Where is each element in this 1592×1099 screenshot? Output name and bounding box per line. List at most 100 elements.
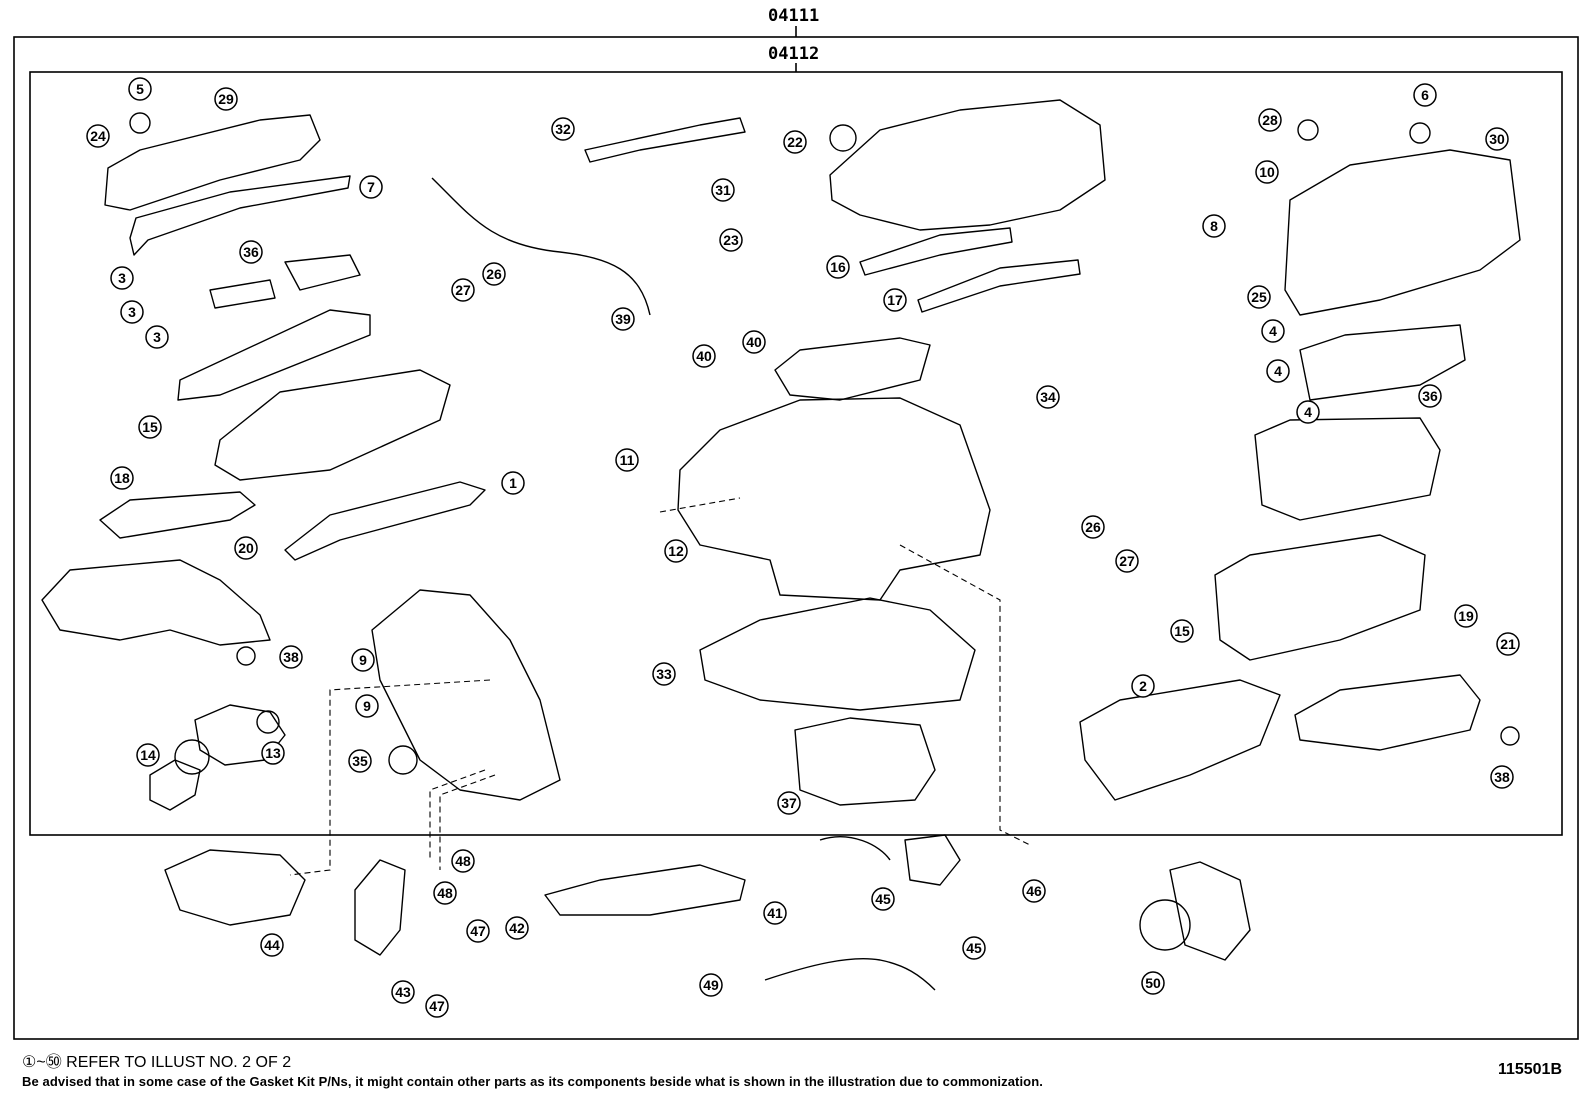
- callout-circle: [261, 741, 285, 765]
- callout-circle: [1170, 619, 1194, 643]
- callout-number: 10: [1259, 164, 1275, 180]
- part-callout-p40a: 40: [692, 344, 716, 368]
- part-callout-p19: 19: [1454, 604, 1478, 628]
- callout-circle: [1255, 160, 1279, 184]
- callout-circle: [1258, 108, 1282, 132]
- callout-number: 46: [1026, 883, 1042, 899]
- part-callout-p30: 30: [1485, 127, 1509, 151]
- exhaust-manifold-icon: [41, 559, 271, 646]
- right-exhaust-manifold-icon: [1294, 674, 1481, 751]
- water-inlet-gasket-icon: [256, 710, 280, 734]
- rear-oil-seal-retainer-icon: [1169, 861, 1251, 961]
- thermostat-housing-icon: [149, 759, 201, 811]
- callout-number: 3: [153, 329, 161, 345]
- left-valve-cover-gasket-icon: [129, 175, 351, 256]
- part-callout-p21: 21: [1496, 632, 1520, 656]
- callout-circle: [1485, 127, 1509, 151]
- callout-circle: [482, 262, 506, 286]
- inner-kit-code: 04112: [768, 44, 820, 64]
- callout-circle: [348, 749, 372, 773]
- part-callout-p31: 31: [711, 178, 735, 202]
- callout-number: 47: [470, 923, 486, 939]
- callout-circle: [1490, 765, 1514, 789]
- part-callout-p46: 46: [1022, 879, 1046, 903]
- callout-circle: [1036, 385, 1060, 409]
- water-outlet-icon: [774, 337, 931, 401]
- callout-circle: [962, 936, 986, 960]
- callout-number: 23: [723, 232, 739, 248]
- reference-note: ①~㊿ REFER TO ILLUST NO. 2 OF 2: [22, 1054, 292, 1071]
- callout-circle: [138, 415, 162, 439]
- callout-number: 14: [140, 747, 156, 763]
- part-callout-p48a: 48: [451, 849, 475, 873]
- oil-pump-assembly-icon: [164, 849, 306, 926]
- callout-number: 20: [238, 540, 254, 556]
- callout-number: 17: [887, 292, 903, 308]
- right-exhaust-pipe-gasket-icon: [1500, 726, 1520, 746]
- callout-number: 9: [359, 652, 367, 668]
- part-callout-p39: 39: [611, 307, 635, 331]
- part-callout-p2: 2: [1131, 674, 1155, 698]
- part-callout-p36a: 36: [239, 240, 263, 264]
- part-callout-p42: 42: [505, 916, 529, 940]
- callout-circle: [1418, 384, 1442, 408]
- part-callout-p27a: 27: [451, 278, 475, 302]
- callout-circle: [120, 300, 144, 324]
- part-callout-p26b: 26: [1081, 515, 1105, 539]
- callout-number: 19: [1458, 608, 1474, 624]
- part-callout-p43: 43: [391, 980, 415, 1004]
- part-callout-p38b: 38: [1490, 765, 1514, 789]
- callout-circle: [451, 849, 475, 873]
- callout-circle: [501, 471, 525, 495]
- part-callout-p29: 29: [214, 87, 238, 111]
- callout-circle: [1141, 971, 1165, 995]
- part-callout-p45b: 45: [962, 936, 986, 960]
- part-callout-p3a: 3: [110, 266, 134, 290]
- callout-number: 35: [352, 753, 368, 769]
- callout-circle: [871, 887, 895, 911]
- part-callout-p17: 17: [883, 288, 907, 312]
- part-callout-p13: 13: [261, 741, 285, 765]
- part-callout-p49: 49: [699, 973, 723, 997]
- callout-circle: [110, 266, 134, 290]
- callout-circle: [1115, 549, 1139, 573]
- callout-number: 6: [1421, 87, 1429, 103]
- callout-number: 4: [1304, 404, 1312, 420]
- part-callout-p16: 16: [826, 255, 850, 279]
- dipstick-guide-icon: [431, 177, 651, 316]
- intake-manifold-gasket-upper-icon: [859, 227, 1013, 276]
- part-callout-p45a: 45: [871, 887, 895, 911]
- callout-circle: [883, 288, 907, 312]
- callout-number: 28: [1262, 112, 1278, 128]
- air-pipe-icon: [819, 836, 891, 861]
- callout-number: 3: [128, 304, 136, 320]
- engine-block-icon: [677, 397, 991, 601]
- callout-number: 40: [696, 348, 712, 364]
- callout-circle: [611, 307, 635, 331]
- callout-circle: [826, 255, 850, 279]
- callout-circle: [145, 325, 169, 349]
- callout-number: 9: [363, 698, 371, 714]
- callout-number: 37: [781, 795, 797, 811]
- upper-oil-pan-icon: [699, 597, 976, 711]
- callout-number: 45: [966, 940, 982, 956]
- part-callout-p15b: 15: [1170, 619, 1194, 643]
- part-callout-p4a: 4: [1261, 319, 1285, 343]
- callout-number: 22: [787, 134, 803, 150]
- fuel-rail-icon: [584, 117, 746, 163]
- part-callout-p5: 5: [128, 77, 152, 101]
- part-callout-p11: 11: [615, 448, 639, 472]
- callout-number: 50: [1145, 975, 1161, 991]
- component-sketches: [41, 99, 1521, 991]
- callout-circle: [425, 994, 449, 1018]
- callout-number: 13: [265, 745, 281, 761]
- callout-circle: [652, 662, 676, 686]
- callout-number: 48: [437, 885, 453, 901]
- callout-circle: [1022, 879, 1046, 903]
- lower-oil-pan-icon: [794, 717, 936, 806]
- callout-number: 25: [1251, 289, 1267, 305]
- drawing-code: 115501B: [1497, 1061, 1562, 1078]
- callout-number: 26: [486, 266, 502, 282]
- part-callout-p47a: 47: [466, 919, 490, 943]
